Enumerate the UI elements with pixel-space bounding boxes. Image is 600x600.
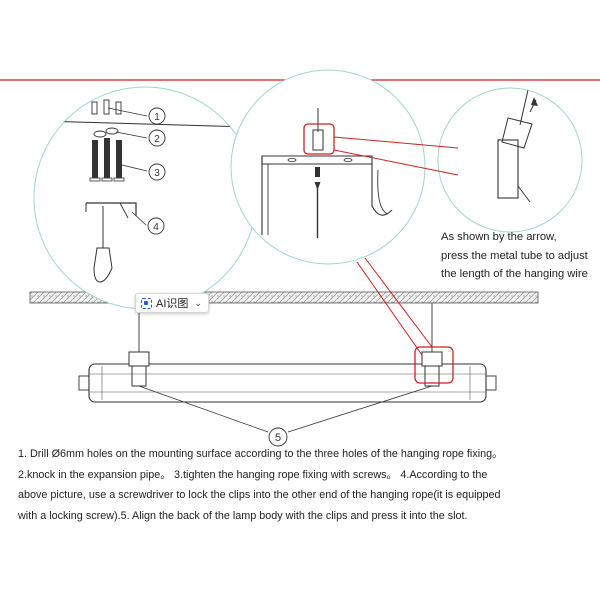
instruction-line: with a locking screw).5. Align the back …	[18, 509, 468, 522]
lamp-assembly: 5	[78, 303, 497, 447]
arrow-annotation: As shown by the arrow, press the metal t…	[441, 228, 600, 284]
callout-3: 3	[148, 163, 166, 181]
scan-icon	[141, 297, 152, 309]
instruction-line: 1. Drill Ø6mm holes on the mounting surf…	[18, 448, 503, 460]
highlight-box-tube	[303, 123, 335, 155]
detail-circle-clip	[230, 69, 426, 265]
installation-instructions: 1. Drill Ø6mm holes on the mounting surf…	[18, 444, 588, 526]
ceiling-slab	[29, 291, 539, 304]
annotation-line: the length of the hanging wire	[441, 268, 588, 280]
ai-recognize-label: AI识图	[156, 298, 189, 310]
instruction-line: 2.knock in the expansion pipe。 3.tighten…	[18, 468, 488, 481]
annotation-line: press the metal tube to adjust	[441, 249, 588, 262]
svg-text:5: 5	[275, 432, 281, 444]
connector-line	[356, 261, 423, 356]
annotation-line: As shown by the arrow,	[441, 231, 557, 243]
svg-text:3: 3	[154, 168, 160, 179]
instruction-line: above picture, use a screwdriver to lock…	[18, 489, 501, 501]
callout-4: 4	[147, 217, 165, 235]
svg-text:1: 1	[154, 112, 160, 123]
callout-1: 1	[148, 107, 166, 125]
ai-recognize-button[interactable]: AI识图 ⌄	[135, 293, 209, 313]
highlight-box-clip	[414, 346, 454, 384]
callout-2: 2	[148, 129, 166, 147]
detail-circle-tube	[437, 87, 583, 233]
connector-line	[333, 149, 459, 176]
connector-line	[333, 136, 459, 149]
detail-circle-anchor: 1 2 3 4	[33, 86, 257, 310]
callout-5: 5	[268, 427, 288, 447]
svg-text:4: 4	[153, 222, 159, 233]
connector-line	[364, 257, 433, 348]
chevron-down-icon[interactable]: ⌄	[194, 297, 202, 308]
svg-text:2: 2	[154, 134, 160, 145]
